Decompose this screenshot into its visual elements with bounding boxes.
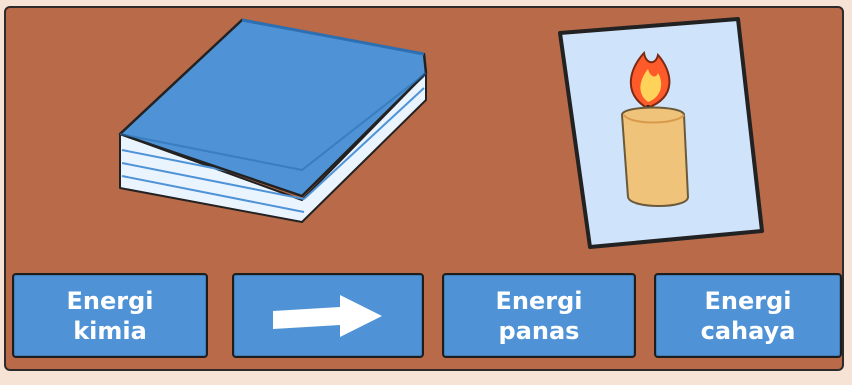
arrow-card[interactable] <box>232 273 424 358</box>
card-line-1: Energi <box>67 286 154 316</box>
energy-card-panas[interactable]: Energi panas <box>442 273 636 358</box>
arrow-right-icon <box>268 293 388 339</box>
card-line-1: Energi <box>701 286 796 316</box>
card-line-1: Energi <box>496 286 583 316</box>
card-line-2: panas <box>496 316 583 346</box>
card-line-2: cahaya <box>701 316 796 346</box>
energy-card-kimia[interactable]: Energi kimia <box>12 273 208 358</box>
activity-stage: Energi kimia Energi panas Energi cahaya <box>4 6 844 371</box>
card-line-2: kimia <box>67 316 154 346</box>
energy-card-cahaya[interactable]: Energi cahaya <box>654 273 842 358</box>
book-icon <box>102 18 432 226</box>
candle-icon <box>552 13 774 253</box>
